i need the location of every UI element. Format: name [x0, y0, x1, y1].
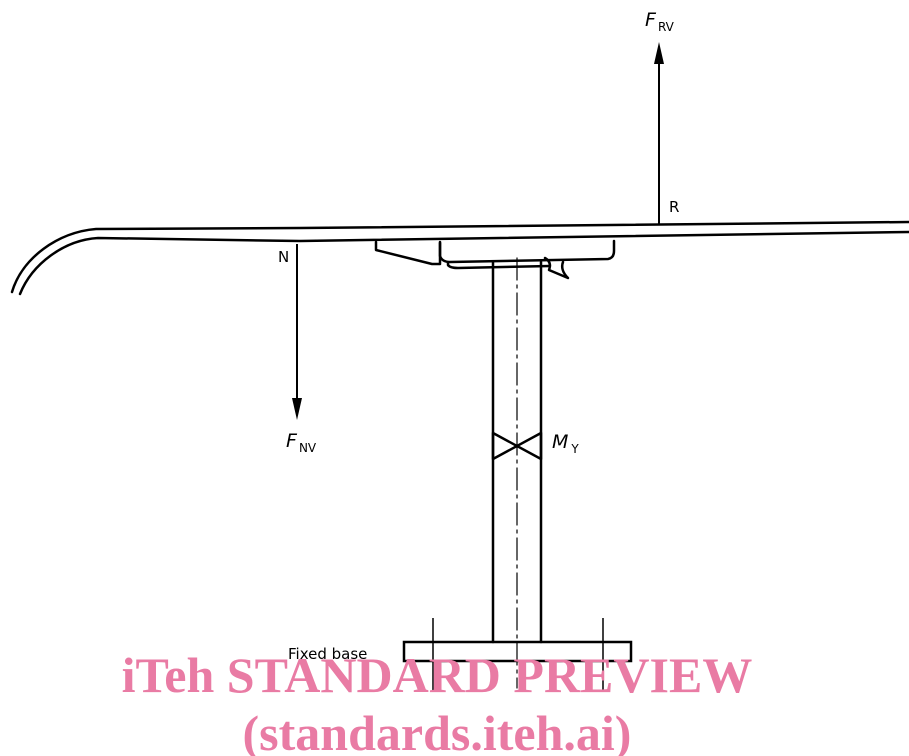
watermark-line1: iTeh STANDARD PREVIEW — [122, 647, 753, 703]
moment-symbol — [491, 431, 543, 461]
seat-bracket — [374, 239, 616, 280]
base-plate — [402, 640, 633, 663]
point-rear-label: R — [669, 198, 679, 216]
moment-bowtie — [491, 431, 543, 461]
watermark-line2: (standards.iteh.ai) — [243, 705, 632, 756]
force-rear-arrow — [654, 42, 664, 224]
bracket-left-lug — [374, 240, 442, 266]
bracket-center-plate — [438, 239, 616, 264]
pedestal — [491, 257, 543, 689]
force-front-arrowhead — [292, 398, 302, 420]
point-front-label: N — [278, 248, 289, 266]
force-front-arrow — [292, 244, 302, 420]
fixed-base — [402, 618, 633, 690]
bracket-right-hook — [543, 256, 570, 280]
bracket-inner-plate — [446, 260, 552, 270]
force-rear-arrowhead — [654, 42, 664, 64]
fixed-base-label: Fixed base — [288, 645, 367, 663]
seat-pan — [10, 220, 909, 296]
seat-pan-bottom-edge — [18, 230, 909, 296]
seat-pan-top-edge — [10, 220, 909, 294]
